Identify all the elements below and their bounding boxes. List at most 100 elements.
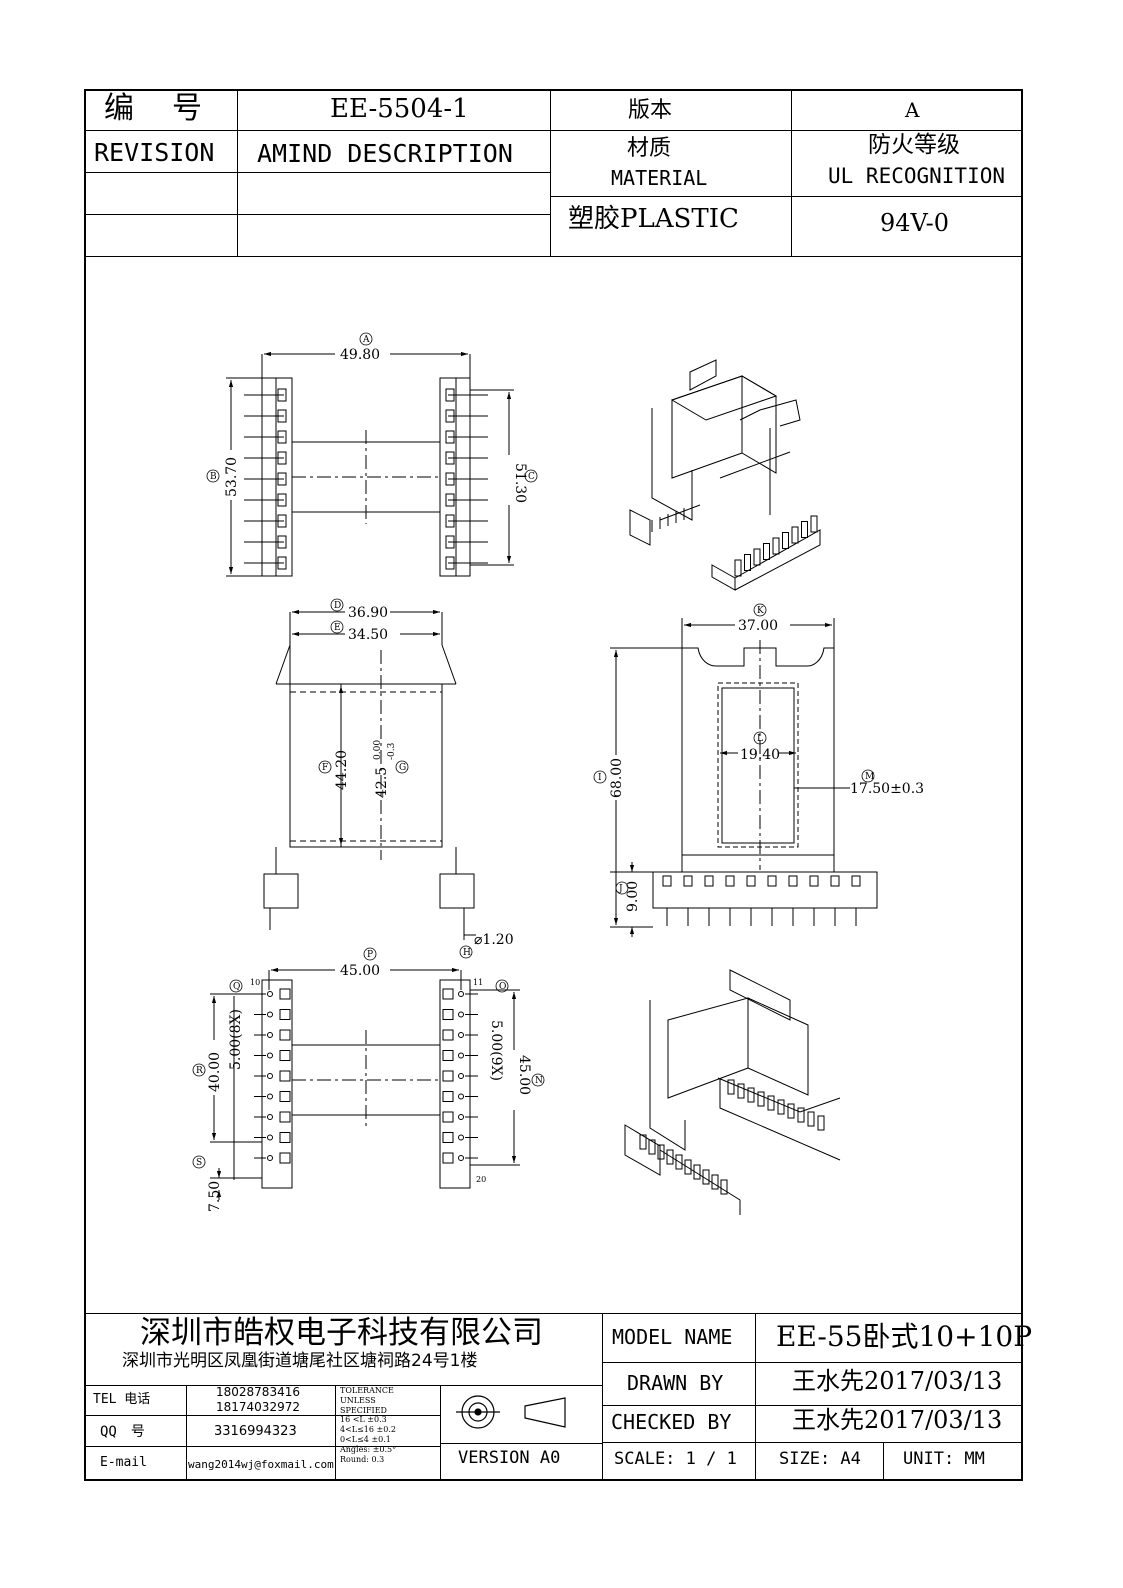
- pin-slot: [277, 556, 287, 570]
- marker-l: L: [753, 731, 767, 745]
- company-name: 深圳市皓权电子科技有限公司: [140, 1315, 543, 1351]
- iso-pin: [711, 1174, 719, 1190]
- email-label: E-mail: [100, 1455, 147, 1470]
- email-address[interactable]: wang2014wj@foxmail.com: [188, 1458, 334, 1471]
- dim-g-tol-lower: -0.3: [387, 742, 397, 760]
- tolerance-notes: TOLERANCE UNLESS SPECIFIED 16 <L ±0.3 4<…: [340, 1386, 438, 1464]
- side-view: [263, 609, 476, 940]
- pin-pad: [442, 1029, 454, 1041]
- iso-pin: [807, 1111, 815, 1127]
- svg-text:K: K: [757, 606, 764, 616]
- marker-r: R: [192, 1063, 206, 1077]
- iso-pin: [757, 1091, 765, 1107]
- pin-slot: [445, 388, 455, 402]
- iso-pin: [782, 532, 789, 549]
- svg-text:S: S: [196, 1158, 202, 1168]
- tel-label: TEL 电话: [93, 1392, 151, 1407]
- material-value: 塑胶PLASTIC: [568, 204, 739, 234]
- top-view-pins: [244, 388, 861, 1195]
- iso-pin: [720, 1179, 728, 1195]
- tolerance-line: TOLERANCE: [340, 1386, 394, 1395]
- bottom-view: [210, 967, 520, 1200]
- pin-notch: [767, 875, 777, 887]
- pin-hole: [458, 991, 464, 997]
- marker-j: J: [615, 881, 629, 895]
- svg-text:O: O: [499, 982, 506, 992]
- unit-label: UNIT: MM: [903, 1449, 985, 1469]
- iso-pin: [639, 1134, 647, 1150]
- dim-e-text: 34.50: [348, 627, 388, 643]
- tolerance-line: UNLESS: [340, 1395, 376, 1405]
- pin-pad: [442, 1091, 454, 1102]
- checked-by-label: CHECKED BY: [611, 1410, 732, 1434]
- tolerance-line: 0<L≤4 ±0.1: [340, 1434, 391, 1444]
- size-label: SIZE: A4: [779, 1449, 861, 1469]
- svg-text:N: N: [535, 1076, 543, 1086]
- pin-slot: [277, 451, 287, 465]
- marker-s: S: [192, 1155, 206, 1169]
- pin-hole: [458, 1114, 464, 1120]
- pin-slot: [445, 409, 455, 423]
- svg-text:M: M: [865, 772, 874, 782]
- pin-notch: [788, 875, 798, 887]
- pin-slot: [445, 514, 455, 528]
- iso-pin: [675, 1154, 683, 1170]
- pin-label-20: 20: [476, 1175, 486, 1184]
- iso-pin: [767, 1095, 775, 1111]
- pin-hole: [267, 1032, 273, 1038]
- version-a0: VERSION A0: [458, 1448, 561, 1468]
- svg-text:H: H: [463, 948, 471, 958]
- pin-pad: [442, 1111, 454, 1123]
- marker-f: F: [318, 760, 332, 774]
- dim-a-text: 49.80: [340, 347, 380, 363]
- pin-pad: [279, 1050, 291, 1061]
- tolerance-line: 16 <L ±0.3: [340, 1415, 387, 1425]
- pin-slot: [445, 472, 455, 486]
- projection-cone: [524, 1397, 566, 1428]
- qq-label: QQ 号: [100, 1424, 145, 1440]
- dim-h-text: ⌀1.20: [474, 932, 514, 948]
- pin-notch: [746, 875, 756, 887]
- pin-slot: [277, 514, 287, 528]
- dim-m-text: 17.50±0.3: [850, 781, 924, 797]
- iso-pin: [810, 515, 818, 533]
- pin-hole: [458, 1093, 464, 1100]
- pin-hole: [267, 1093, 273, 1100]
- marker-a: A: [359, 332, 373, 346]
- pin-notch: [704, 875, 714, 887]
- pin-slot: [277, 430, 287, 444]
- qq-number: 3316994323: [214, 1424, 297, 1439]
- dim-g-text: 42.5: [374, 767, 390, 798]
- iso-pin: [737, 1083, 745, 1099]
- pin-pad: [279, 1152, 291, 1164]
- material-cn: 材质: [627, 136, 672, 161]
- revision-label: REVISION: [94, 138, 215, 167]
- pin-slot: [445, 430, 455, 444]
- pin-slot: [445, 556, 455, 570]
- dim-c-text: 51.30: [512, 463, 528, 503]
- checked-by-value: 王水先2017/03/13: [792, 1406, 1003, 1434]
- marker-m: M: [861, 769, 875, 783]
- svg-text:I: I: [598, 773, 602, 783]
- pin-hole: [267, 1155, 273, 1161]
- pin-pad: [279, 1132, 291, 1143]
- dim-k-text: 37.00: [738, 618, 778, 634]
- dim-q-pitch-text: 5.00(8X): [228, 1009, 244, 1070]
- svg-text:Q: Q: [233, 982, 240, 992]
- svg-text:L: L: [757, 734, 763, 744]
- iso-pin: [727, 1079, 735, 1095]
- svg-text:R: R: [196, 1066, 203, 1076]
- fire-rating-cn: 防火等级: [868, 132, 960, 158]
- iso-pin: [666, 1149, 674, 1165]
- pin-notch: [725, 875, 735, 887]
- marker-i: I: [593, 770, 607, 784]
- pin-notch: [830, 875, 840, 887]
- pin-pad: [442, 1152, 454, 1164]
- pin-hole: [458, 1011, 464, 1018]
- pin-hole: [267, 1052, 273, 1059]
- iso-pin: [648, 1139, 656, 1155]
- iso-pin: [744, 554, 751, 571]
- svg-text:A: A: [362, 335, 370, 345]
- dimension-markers: A B C D E F G H K L M I J P Q O R N S: [192, 332, 875, 1169]
- tel-number-2: 18174032972: [216, 1400, 300, 1414]
